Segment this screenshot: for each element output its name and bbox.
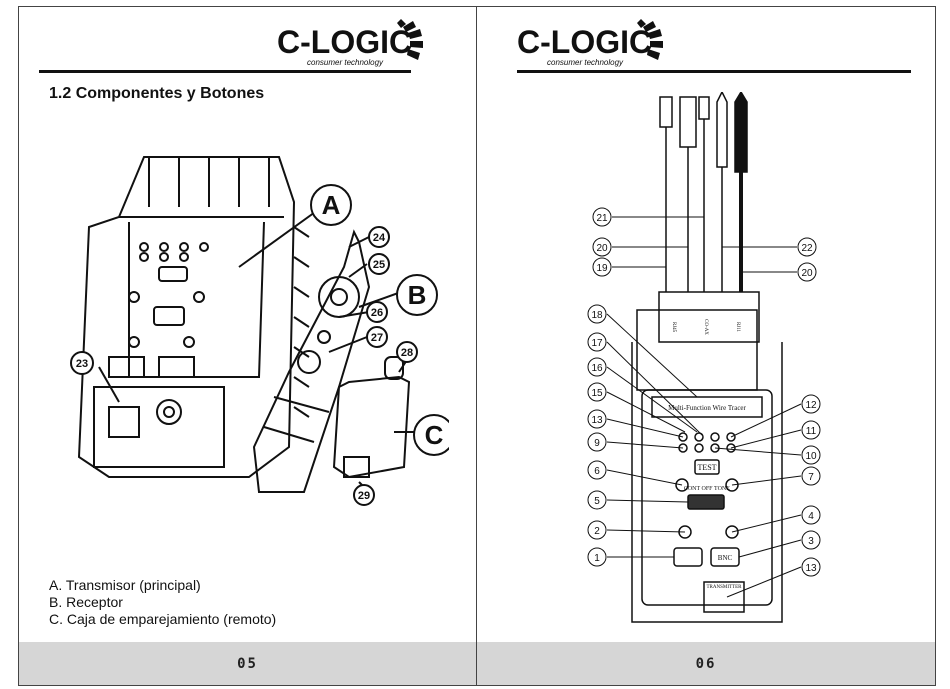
brand-fan-icon: [397, 19, 423, 60]
tone-label: TONE: [714, 486, 730, 492]
brand-tagline: consumer technology: [547, 58, 624, 67]
components-illustration: A B C 23 24 25 26 27 28 29: [70, 156, 449, 506]
callout-27: 27: [371, 332, 383, 344]
callout-11: 11: [806, 426, 817, 437]
left-page: C-LOGIC consumer technology 1.2 Componen…: [18, 6, 477, 686]
header-rule: [39, 70, 411, 73]
section-title: 1.2 Componentes y Botones: [49, 85, 265, 102]
callout-29: 29: [358, 490, 370, 502]
callout-13-bottom: 13: [805, 563, 817, 574]
callout-4: 4: [808, 511, 814, 522]
transmitter-drawing: [77, 156, 310, 478]
callout-B: B: [408, 280, 427, 310]
transmitter-label: TRANSMITTER: [707, 585, 743, 590]
right-page: C-LOGIC consumer technology: [476, 6, 936, 686]
brand-fan-icon: [637, 19, 663, 60]
callout-18: 19: [596, 263, 608, 274]
page-footer: 05: [19, 642, 476, 685]
callout-A: A: [322, 190, 341, 220]
transmitter-diagram: Multi-Function Wire Tracer TEST CONT OFF…: [587, 92, 821, 623]
callout-1: 1: [594, 553, 600, 564]
bnc-label: BNC: [718, 554, 733, 562]
callout-3: 3: [808, 536, 814, 547]
component-legend: A. Transmisor (principal) B. Receptor C.…: [49, 577, 276, 628]
callout-17: 18: [591, 310, 603, 321]
remote-box-drawing: [332, 356, 411, 479]
callout-7: 7: [808, 472, 814, 483]
callout-22: 22: [801, 243, 813, 254]
page-number: 05: [237, 655, 258, 672]
rj45-label: RJ45: [671, 322, 676, 333]
legend-item-c: C. Caja de emparejamiento (remoto): [49, 611, 277, 627]
callout-16: 17: [591, 338, 603, 349]
coax-label: CO-AX: [703, 319, 708, 335]
callout-5: 5: [594, 496, 600, 507]
callout-6: 6: [594, 466, 600, 477]
rj11-label: RJ11: [735, 322, 740, 333]
brand-logo: C-LOGIC consumer technology: [277, 19, 427, 71]
callout-23: 23: [76, 358, 88, 370]
callout-19: 20: [596, 243, 608, 254]
callout-13: 13: [591, 415, 603, 426]
brand-name: C-LOGIC: [277, 24, 412, 60]
callout-10: 10: [805, 451, 817, 462]
header-rule: [517, 70, 911, 73]
receiver-drawing: [252, 229, 371, 493]
off-label: OFF: [701, 486, 713, 492]
brand-name: C-LOGIC: [517, 24, 652, 60]
callout-12: 12: [805, 400, 817, 411]
device-title-label: Multi-Function Wire Tracer: [668, 404, 746, 412]
callout-21: 20: [801, 268, 813, 279]
legend-item-b: B. Receptor: [49, 594, 123, 610]
callout-24: 24: [373, 232, 386, 244]
legend-item-a: A. Transmisor (principal): [49, 577, 201, 593]
callout-2: 2: [594, 526, 600, 537]
test-label: TEST: [697, 463, 716, 472]
callout-9: 9: [594, 438, 600, 449]
callout-26: 26: [371, 307, 383, 319]
callout-14: 15: [591, 388, 603, 399]
page-number: 06: [695, 655, 717, 672]
callout-C: C: [425, 420, 444, 450]
callout-15: 16: [591, 363, 603, 374]
callout-20: 21: [596, 213, 608, 224]
brand-tagline: consumer technology: [307, 58, 384, 67]
cont-label: CONT: [684, 486, 701, 492]
callout-25: 25: [373, 259, 385, 271]
callout-28: 28: [401, 347, 413, 359]
brand-logo: C-LOGIC consumer technology: [517, 19, 667, 71]
page-footer: 06: [477, 642, 935, 685]
